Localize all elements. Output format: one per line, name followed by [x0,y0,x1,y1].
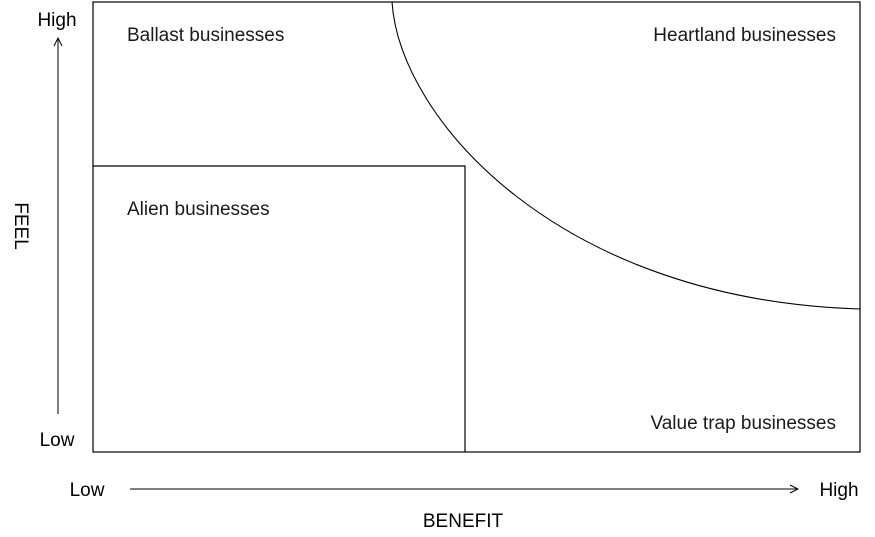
y-axis-high-label: High [37,10,76,31]
y-axis-low-label: Low [40,430,75,451]
quadrant-label-ballast: Ballast businesses [127,25,284,46]
x-axis-title: BENEFIT [423,511,504,532]
x-axis-low-label: Low [70,480,105,501]
alien-region-boundary [93,165,466,452]
quadrant-label-heartland: Heartland businesses [653,25,836,46]
x-axis-high-label: High [819,480,858,501]
matrix-frame [92,1,861,453]
quadrant-label-value-trap: Value trap businesses [650,413,836,434]
heartland-boundary-curve [391,1,861,310]
y-axis-title: FEEL [10,202,31,250]
quadrant-label-alien: Alien businesses [127,199,270,220]
